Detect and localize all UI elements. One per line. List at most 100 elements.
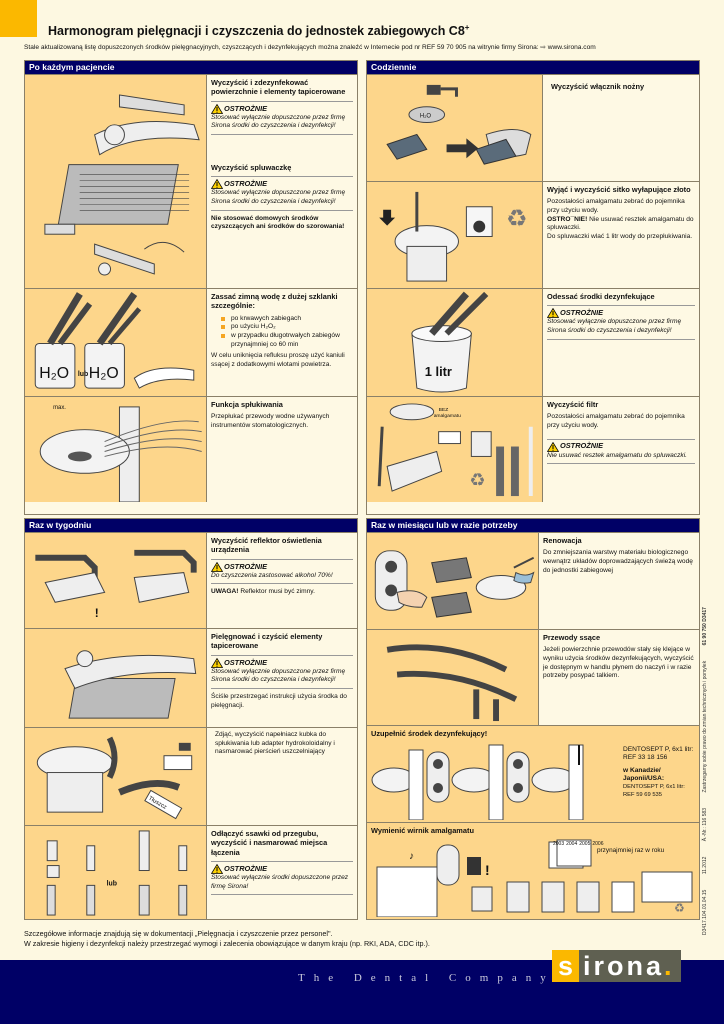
task-paragraph: W celu uniknięcia refluksu proszę użyć k… [211,352,345,368]
refill-disinfectant-section: Uzupełnić środek dezynfekujący! DENTOSEP… [367,725,699,822]
task-row: Wyczyścić i zdezynfekować powierzchnie i… [25,74,357,288]
warning-icon [547,442,559,452]
sirona-logo: s irona. [552,950,681,982]
task-heading: Uzupełnić środek dezynfekujący! [371,729,488,738]
task-paragraph: Ściśle przestrzegać instrukcji użycia śr… [211,693,347,709]
task-text: Renowacja Do zmniejszania warstwy materi… [539,533,699,629]
task-text: Wyczyścić reflektor oświetlenia urządzen… [207,533,357,628]
caution-text: Nie usuwać resztek amalgamatu do spluwac… [547,451,687,459]
illustration-dental-chair [25,75,207,288]
task-row: ! Wyczyścić reflektor oświetlenia urządz… [25,532,357,628]
task-row: BEZ amalgamatu ♻ Wyczyścić filtr Pozosta… [367,396,699,502]
max-label: max. [53,405,66,411]
task-paragraph: Jeżeli powierzchnie przewodów stały się … [543,646,694,680]
svg-text:BEZ: BEZ [439,407,449,413]
illustration-suction-hoses [367,630,539,725]
caution-box: OSTROŻNIE Stosować wyłącznie dopuszczone… [211,654,353,689]
task-heading: Odessać środki dezynfekujące [547,292,655,301]
bullet-item: po krwawych zabiegach [221,315,353,324]
panel-title: Po każdym pacjencie [25,61,357,74]
panel-title: Codziennie [367,61,699,74]
svg-text:lub: lub [78,371,88,378]
refill-illustration [371,744,584,820]
warning-icon [211,104,223,114]
panel-monthly: Raz w miesiącu lub w razie potrzeby Reno… [366,518,700,920]
brand-corner-block [0,0,37,37]
caution-box: OSTROŻNIE Stosować wyłącznie dopuszczone… [211,100,353,135]
year-labels: 2003 2004 2005 2006 [553,841,604,847]
caution-text: Stosować wyłącznie dopuszczone przez fir… [211,667,346,684]
task-heading: Przewody ssące [543,633,601,642]
footer-notes: Szczegółowe informacje znajdują się w do… [24,929,430,948]
task-paragraph: Do zmniejszania warstwy materiału biolog… [543,549,693,574]
task-text: Wyczyścić i zdezynfekować powierzchnie i… [207,75,357,288]
panel-weekly: Raz w tygodniu ! Wyczyścić reflektor ośw… [24,518,358,920]
svg-text:!: ! [95,606,99,620]
product-info: DENTOSEPT P, 6x1 litr: REF 33 18 156 w K… [623,746,694,798]
illustration-flush: max. [25,397,207,502]
task-heading: Funkcja spłukiwania [211,400,283,409]
illustration-upholstery [25,629,207,727]
task-text: Pielęgnować i czyścić elementy tapicerow… [207,629,357,727]
caution-box: OSTROŻNIE Stosować wyłącznie dopuszczone… [211,176,353,211]
panel-daily: Codziennie H₂O Wyczyścić włącznik nożny [366,60,700,515]
task-heading: Renowacja [543,536,582,545]
document-side-info: D3417.104.01.04.15 11.2012 Ä.-Nr.: 116 5… [702,607,708,935]
task-note: UWAGA! Reflektor musi być zimny. [211,588,315,596]
task-row: Pielęgnować i czyścić elementy tapicerow… [25,628,357,727]
caution-text: Stosować wyłącznie dopuszczone przez fir… [211,189,346,205]
task-heading: Odłączyć ssawki od przegubu, wyczyścić i… [211,829,328,857]
task-text: Odłączyć ssawki od przegubu, wyczyścić i… [207,826,357,919]
tagline: The Dental Company [298,972,555,984]
task-row: Renowacja Do zmniejszania warstwy materi… [367,532,699,629]
warning-icon [547,308,559,318]
task-heading: Wyjąć i wyczyścić sitko wyłapujące złoto [547,185,691,194]
warning-icon [211,562,223,572]
caution-box: OSTROŻNIE Nie usuwać resztek amalgamatu … [547,438,695,465]
h2o-label: H₂O [39,365,69,382]
task-paragraph: Pozostałości amalgamatu zebrać do pojemn… [547,198,694,240]
svg-text:♪: ♪ [409,851,414,862]
task-text: Zassać zimną wodę z dużej szklanki szcze… [207,289,357,396]
task-paragraph: Zdjąć, wyczyścić napełniacz kubka do spł… [215,731,335,756]
warning-icon [211,864,223,874]
volume-label: 1 litr [425,364,452,379]
task-row: H₂O Wyczyścić włącznik nożny [367,74,699,181]
task-heading: Wymienić wirnik amalgamatu [371,826,474,835]
svg-text:♻: ♻ [469,470,485,490]
task-row: H₂O lub H₂O Zassać zimną wodę z dużej sz… [25,288,357,396]
illustration-suction-disinfect: 1 litr [367,289,543,396]
warning-icon [211,658,223,668]
svg-text:!: ! [485,862,490,878]
task-paragraph: Przepłukać przewody wodne używanych inst… [211,413,330,429]
illustration-reflector: ! [25,533,207,628]
illustration-suction-joints: lub [25,826,207,919]
task-paragraph: Pozostałości amalgamatu zebrać do pojemn… [547,413,685,429]
task-text: Odessać środki dezynfekujące OSTROŻNIE S… [543,289,699,396]
task-heading: Wyczyścić filtr [547,400,599,409]
task-heading: Wyczyścić spluwaczkę [211,163,292,172]
task-row: Przewody ssące Jeżeli powierzchnie przew… [367,629,699,725]
bullet-list: po krwawych zabiegach po użyciu H₂O₂ w p… [221,315,353,349]
task-text: Wyczyścić włącznik nożny [543,75,699,181]
task-text: Zdjąć, wyczyścić napełniacz kubka do spł… [207,728,357,825]
task-heading: Zassać zimną wodę z dużej szklanki szcze… [211,292,338,311]
svg-text:lub: lub [107,880,117,887]
illustration-foot-switch: H₂O [367,75,543,181]
task-note: Nie stosować domowych środków czyszczący… [211,214,345,231]
svg-text:♻: ♻ [674,901,685,915]
caution-text: Stosować wyłącznie dopuszczone przez fir… [547,318,682,334]
h2o-label: H₂O [89,365,119,382]
page-title: Harmonogram pielęgnacji i czyszczenia do… [48,23,470,39]
amalgam-illustration: ♪ ! ♻ [376,839,693,917]
svg-text:H₂O: H₂O [420,114,432,120]
caution-box: OSTROŻNIE Stosować wyłącznie dopuszczone… [547,305,695,340]
task-row: ♻ Wyjąć i wyczyścić sitko wyłapujące zło… [367,181,699,288]
illustration-cup-filler: Tłuszcz [25,728,207,825]
illustration-gold-sieve: ♻ [367,182,543,288]
task-heading: Wyczyścić i zdezynfekować powierzchnie i… [211,78,346,97]
warning-icon [211,179,223,189]
task-text: Wyczyścić filtr Pozostałości amalgamatu … [543,397,699,502]
panel-after-each-patient: Po każdym pacjencie Wyczyśc [24,60,358,515]
task-row: lub Odłączyć ssawki od przegubu, wyczyśc… [25,825,357,919]
